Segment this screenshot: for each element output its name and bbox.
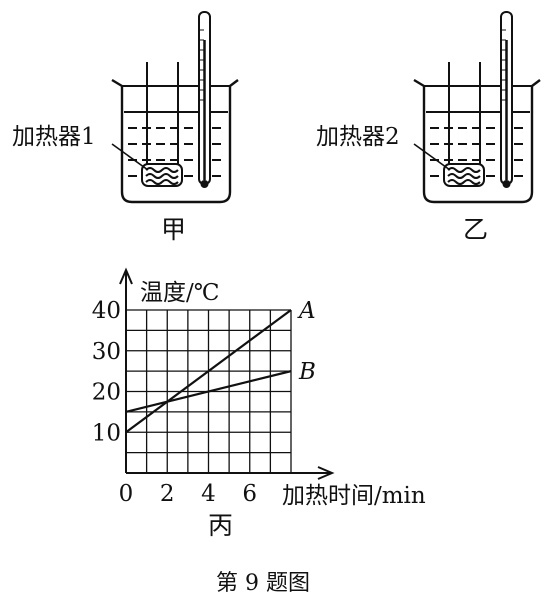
- y-tick-label: 40: [92, 298, 121, 324]
- y-axis-label: 温度/℃: [140, 280, 219, 306]
- heater-2-coil: [443, 163, 485, 187]
- chart-caption: 丙: [208, 511, 233, 540]
- beaker-jia-caption: 甲: [161, 215, 186, 244]
- heater-1-label: 加热器1: [12, 124, 96, 150]
- x-tick-label: 4: [201, 481, 216, 507]
- heater-1-pointer: [111, 143, 149, 171]
- figure-caption: 第 9 题图: [216, 571, 310, 596]
- x-tick-label: 0: [119, 481, 134, 507]
- heater-1-coil: [141, 163, 183, 187]
- chart-axes: [119, 267, 335, 480]
- x-tick-label: 2: [160, 481, 175, 507]
- beaker-yi-caption: 乙: [463, 215, 488, 244]
- series-label-b: B: [298, 359, 316, 385]
- heater-2-pointer: [413, 143, 451, 171]
- beaker-jia: 加热器1 甲: [12, 11, 239, 244]
- x-axis-arrow: [317, 466, 335, 480]
- y-tick-label: 20: [92, 380, 121, 406]
- chart-series-lines: AB: [125, 298, 316, 434]
- heater-2-label: 加热器2: [316, 124, 400, 150]
- x-axis-label: 加热时间/min: [282, 483, 426, 509]
- y-tick-label: 10: [92, 420, 121, 446]
- x-tick-label: 6: [242, 481, 257, 507]
- y-axis-arrow: [119, 267, 133, 285]
- series-line-b: [125, 370, 292, 413]
- thermometer-1: [198, 11, 211, 188]
- y-tick-label: 30: [92, 339, 121, 365]
- series-label-a: A: [297, 298, 316, 324]
- series-line-a: [125, 309, 292, 434]
- thermometer-2: [500, 11, 513, 188]
- beaker-jia-outline: [111, 78, 239, 204]
- beaker-yi: 加热器2 乙: [316, 11, 541, 244]
- beaker-yi-outline: [413, 78, 541, 204]
